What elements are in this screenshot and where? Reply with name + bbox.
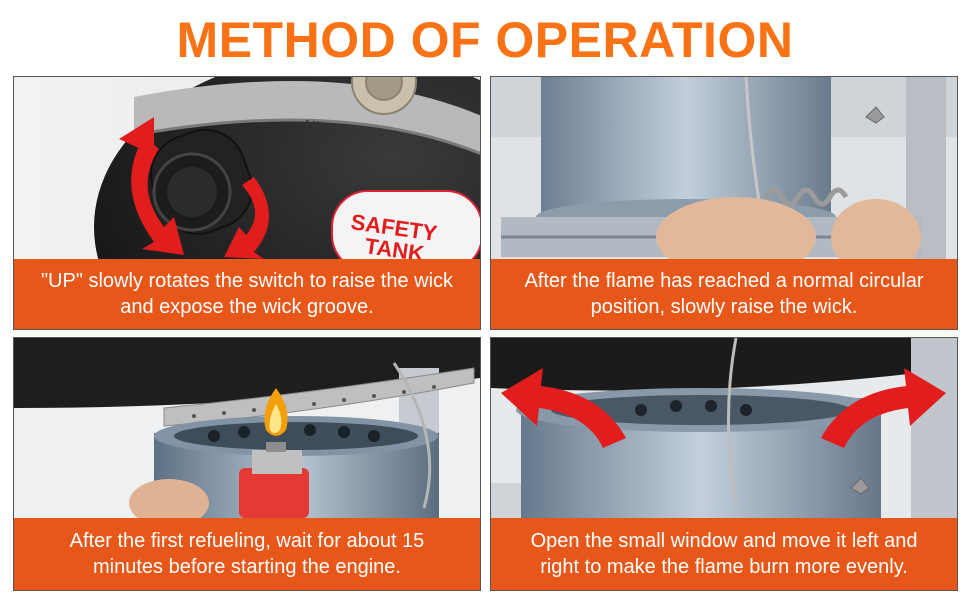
page-title: METHOD OF OPERATION	[176, 12, 794, 68]
knob-icon	[150, 128, 253, 235]
rotate-arrow-icon	[119, 117, 269, 259]
photo-knob: UP SAFETY TANK	[14, 77, 480, 259]
step-panel-2: After the flame has reached a normal cir…	[490, 76, 958, 330]
step-panel-3: After the first refueling, wait for abou…	[13, 337, 481, 591]
photo-adjust-window	[491, 338, 957, 518]
up-label: UP	[303, 116, 325, 135]
step-panel-1: UP SAFETY TANK "UP" slowly rotates the s…	[13, 76, 481, 330]
photo-lighting	[14, 338, 480, 518]
spring-icon	[763, 187, 849, 207]
step-caption-1: "UP" slowly rotates the switch to raise …	[14, 259, 480, 329]
step-caption-4: Open the small window and move it left a…	[491, 518, 957, 590]
step-caption-3: After the first refueling, wait for abou…	[14, 518, 480, 590]
fingers-icon	[656, 197, 921, 259]
left-arrow-icon	[501, 368, 626, 448]
photo-raise-wick	[491, 77, 957, 259]
step-panel-4: Open the small window and move it left a…	[490, 337, 958, 591]
right-arrow-icon	[821, 368, 946, 448]
step-caption-2: After the flame has reached a normal cir…	[491, 259, 957, 329]
lighter-icon	[239, 442, 309, 518]
flame-icon	[264, 388, 288, 436]
